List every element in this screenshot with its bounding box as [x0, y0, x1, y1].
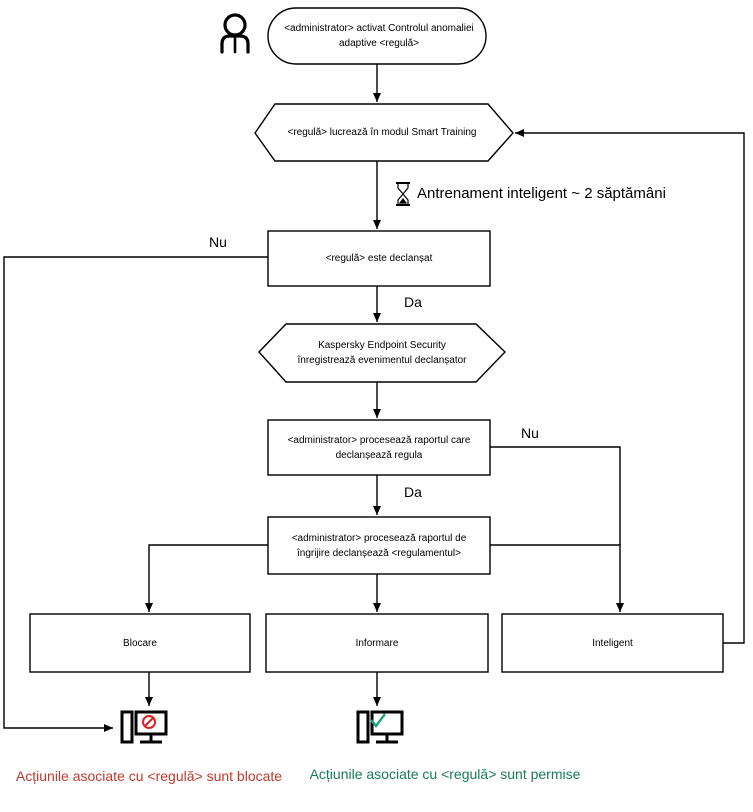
inform-label: Informare	[355, 637, 399, 649]
computer-allowed-icon	[356, 710, 404, 744]
block-node	[29, 613, 251, 673]
inform-node	[265, 613, 489, 673]
smart-training-label: <regulă> lucrează în modul Smart Trainin…	[287, 127, 477, 138]
kes-records-node	[258, 323, 506, 383]
yes-report-label: Da	[404, 484, 422, 500]
start-node-label: <administrator> activat Controlul anomal…	[284, 23, 474, 49]
block-label: Blocare	[123, 637, 157, 649]
connectors	[3, 64, 745, 732]
rule-triggered-node	[267, 230, 491, 287]
rule-triggered-label: <regulă> este declanșat	[325, 253, 433, 264]
admin-care-label: <administrator> procesează raportul de î…	[291, 532, 467, 559]
admin-report-node	[267, 419, 491, 476]
training-duration-label: Antrenament inteligent ~ 2 săptămâni	[417, 185, 666, 202]
no-report-label: Nu	[521, 425, 539, 441]
blocked-outcome-label: Acțiunile asociate cu <regulă> sunt bloc…	[15, 768, 283, 784]
hourglass-icon	[396, 182, 410, 206]
smart-label: Inteligent	[592, 637, 633, 649]
person-icon	[220, 13, 250, 54]
yes-triggered-label: Da	[404, 294, 422, 310]
computer-blocked-icon	[120, 710, 168, 744]
allowed-outcome-label: Acțiunile asociate cu <regulă> sunt perm…	[309, 766, 581, 782]
admin-care-node	[267, 516, 491, 575]
smart-node	[501, 613, 724, 673]
kes-records-label: Kaspersky Endpoint Security înregistreaz…	[297, 340, 467, 366]
no-triggered-label: Nu	[209, 234, 227, 250]
smart-training-node	[254, 103, 514, 162]
admin-report-label: <administrator> procesează raportul care…	[287, 434, 471, 461]
